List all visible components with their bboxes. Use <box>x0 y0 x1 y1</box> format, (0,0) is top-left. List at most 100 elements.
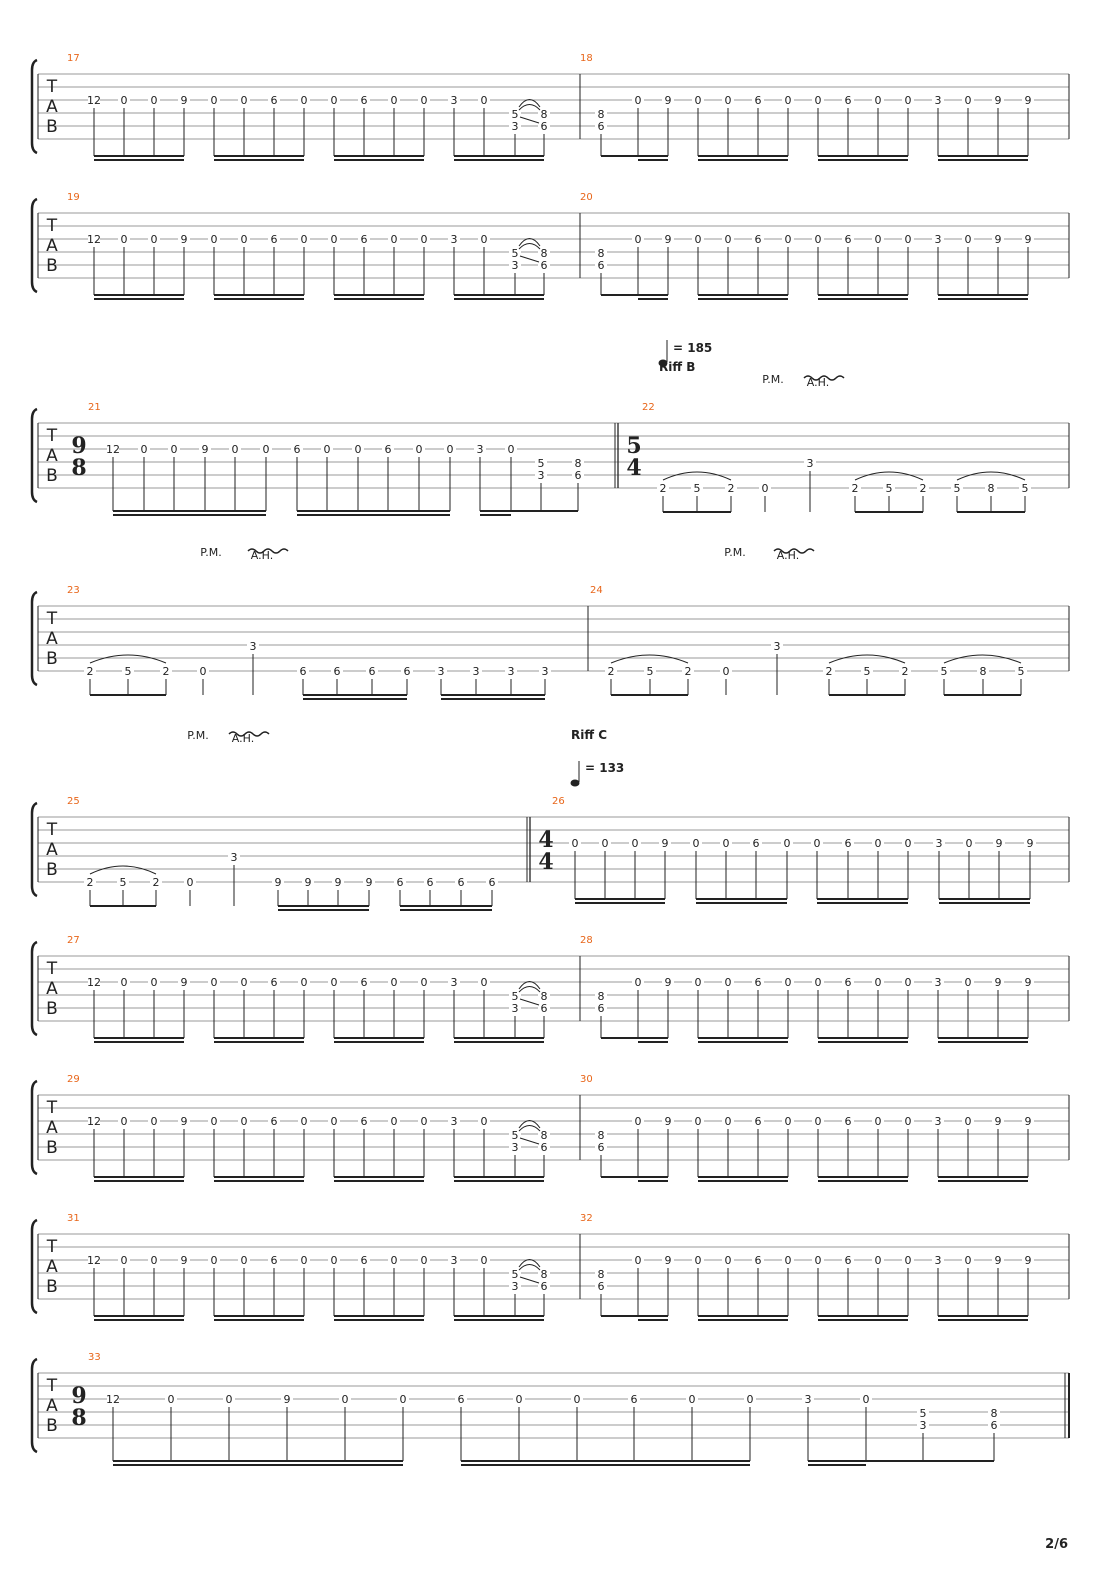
fret-number: 5 <box>512 1129 519 1142</box>
fret-bg <box>993 836 1005 849</box>
fret-number: 0 <box>331 1254 338 1267</box>
fret-bg <box>238 975 250 988</box>
fret-bg <box>328 93 340 106</box>
fret-number: 0 <box>121 976 128 989</box>
fret-bg <box>992 232 1004 245</box>
fret-number: 8 <box>991 1407 998 1420</box>
fret-bg <box>595 246 607 259</box>
fret-number: 6 <box>845 1115 852 1128</box>
fret-number: 3 <box>935 1254 942 1267</box>
tab-clef-t: T <box>46 1237 58 1257</box>
fret-bg <box>595 989 607 1002</box>
fret-number: 6 <box>598 1280 605 1293</box>
fret-bg <box>208 1253 220 1266</box>
fret-number: 0 <box>725 94 732 107</box>
fret-bg <box>298 975 310 988</box>
time-sig-bottom: 8 <box>71 455 86 481</box>
slur <box>518 1259 541 1268</box>
fret-bg <box>720 836 732 849</box>
fret-bg <box>435 664 447 677</box>
fret-number: 5 <box>120 876 127 889</box>
slide-line <box>519 116 540 124</box>
slur <box>518 1125 541 1132</box>
fret-number: 6 <box>334 665 341 678</box>
fret-number: 0 <box>324 443 331 456</box>
fret-number: 0 <box>232 443 239 456</box>
fret-bg <box>842 93 854 106</box>
vibrato-icon <box>803 375 845 381</box>
fret-number: 3 <box>935 233 942 246</box>
artificial-harmonic-label: A.H. <box>807 376 829 389</box>
vibrato-icon <box>228 731 270 737</box>
fret-number: 9 <box>995 1115 1002 1128</box>
fret-bg <box>595 1140 607 1153</box>
fret-number: 2 <box>685 665 692 678</box>
fret-bg <box>883 481 895 494</box>
fret-number: 2 <box>728 482 735 495</box>
fret-number: 6 <box>271 976 278 989</box>
fret-bg <box>208 232 220 245</box>
fret-number: 0 <box>905 976 912 989</box>
fret-number: 3 <box>512 120 519 133</box>
fret-number: 6 <box>271 1115 278 1128</box>
fret-number: 9 <box>1025 1115 1032 1128</box>
fret-bg <box>331 664 343 677</box>
fret-number: 12 <box>87 1254 101 1267</box>
fret-number: 0 <box>508 443 515 456</box>
fret-number: 0 <box>151 233 158 246</box>
fret-number: 12 <box>106 1393 120 1406</box>
fret-bg <box>478 232 490 245</box>
fret-bg <box>535 468 547 481</box>
fret-number: 0 <box>211 976 218 989</box>
fret-bg <box>977 664 989 677</box>
fret-number: 0 <box>785 976 792 989</box>
fret-number: 6 <box>755 94 762 107</box>
fret-bg <box>917 1418 929 1431</box>
fret-number: 3 <box>512 1280 519 1293</box>
fret-number: 0 <box>355 443 362 456</box>
fret-bg <box>692 93 704 106</box>
tab-clef-a: A <box>46 1396 58 1416</box>
staff-bracket <box>30 58 38 155</box>
fret-bg <box>842 1253 854 1266</box>
fret-number: 12 <box>87 1115 101 1128</box>
fret-bg <box>418 232 430 245</box>
fret-number: 9 <box>366 876 373 889</box>
fret-bg <box>538 1279 550 1292</box>
fret-bg <box>160 664 172 677</box>
fret-bg <box>509 1001 521 1014</box>
fret-bg <box>302 875 314 888</box>
fret-bg <box>811 836 823 849</box>
fret-bg <box>509 258 521 271</box>
fret-bg <box>394 875 406 888</box>
fret-number: 0 <box>725 1115 732 1128</box>
fret-number: 0 <box>187 876 194 889</box>
fret-bg <box>657 481 669 494</box>
fret-number: 9 <box>665 1115 672 1128</box>
tab-clef-b: B <box>46 1416 58 1436</box>
fret-number: 9 <box>665 1254 672 1267</box>
time-sig-top: 9 <box>71 1383 86 1409</box>
fret-number: 0 <box>574 1393 581 1406</box>
fret-bg <box>298 232 310 245</box>
fret-bg <box>572 468 584 481</box>
fret-number: 9 <box>996 837 1003 850</box>
fret-number: 0 <box>226 1393 233 1406</box>
fret-bg <box>752 975 764 988</box>
fret-bg <box>455 1392 467 1405</box>
time-sig-top: 5 <box>626 433 641 459</box>
fret-number: 0 <box>695 233 702 246</box>
fret-bg <box>328 1114 340 1127</box>
fret-number: 2 <box>608 665 615 678</box>
fret-bg <box>197 664 209 677</box>
fret-number: 0 <box>301 1115 308 1128</box>
fret-bg <box>122 664 134 677</box>
fret-number: 9 <box>284 1393 291 1406</box>
fret-number: 0 <box>241 233 248 246</box>
fret-bg <box>418 1253 430 1266</box>
tab-staff: TAB <box>30 407 1070 504</box>
fret-number: 0 <box>211 1115 218 1128</box>
fret-bg <box>782 1114 794 1127</box>
fret-bg <box>632 1253 644 1266</box>
tab-clef-b: B <box>46 999 58 1019</box>
